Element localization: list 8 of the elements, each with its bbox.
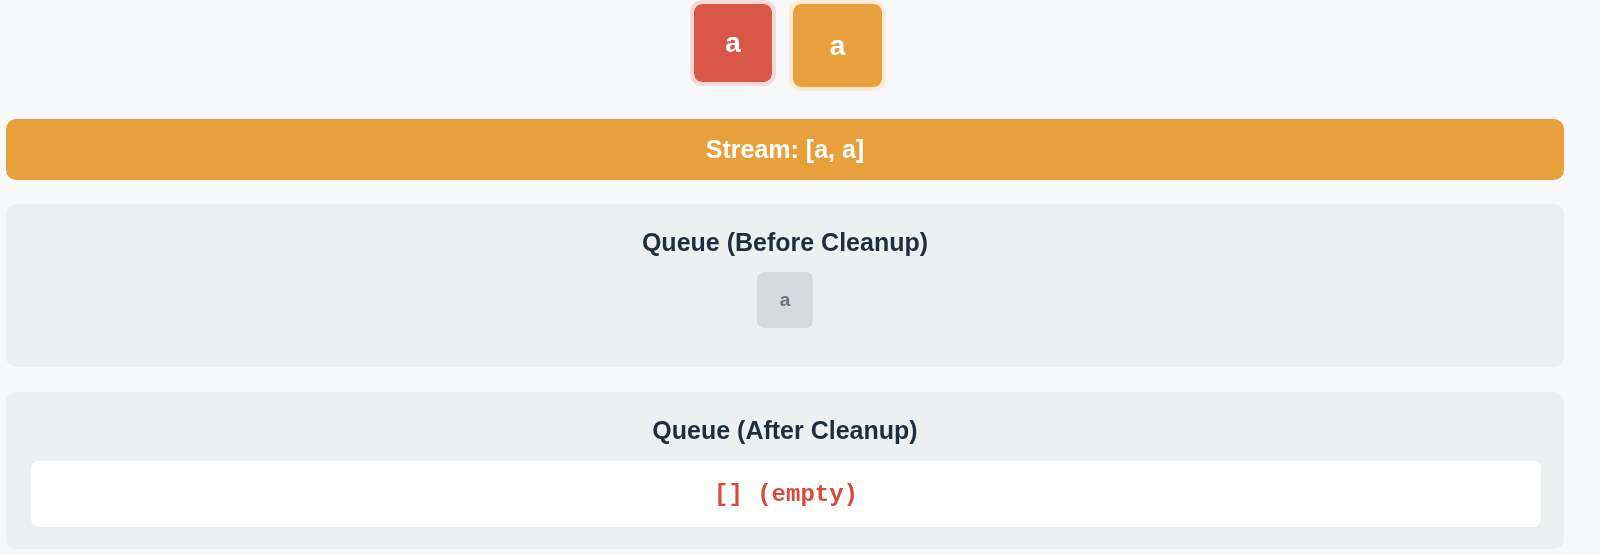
queue-panel bbox=[6, 204, 1564, 367]
letter-tile: a bbox=[789, 0, 886, 91]
panel-heading: Queue (Before Cleanup) bbox=[641, 228, 929, 257]
stream-bar: Stream: [a, a] bbox=[6, 119, 1564, 180]
panel-heading: Queue (After Cleanup) bbox=[652, 416, 918, 445]
letter-tile: a bbox=[690, 0, 776, 86]
queue-contents-display: [] (empty) bbox=[31, 461, 1541, 527]
letter-tile: a bbox=[757, 272, 813, 328]
